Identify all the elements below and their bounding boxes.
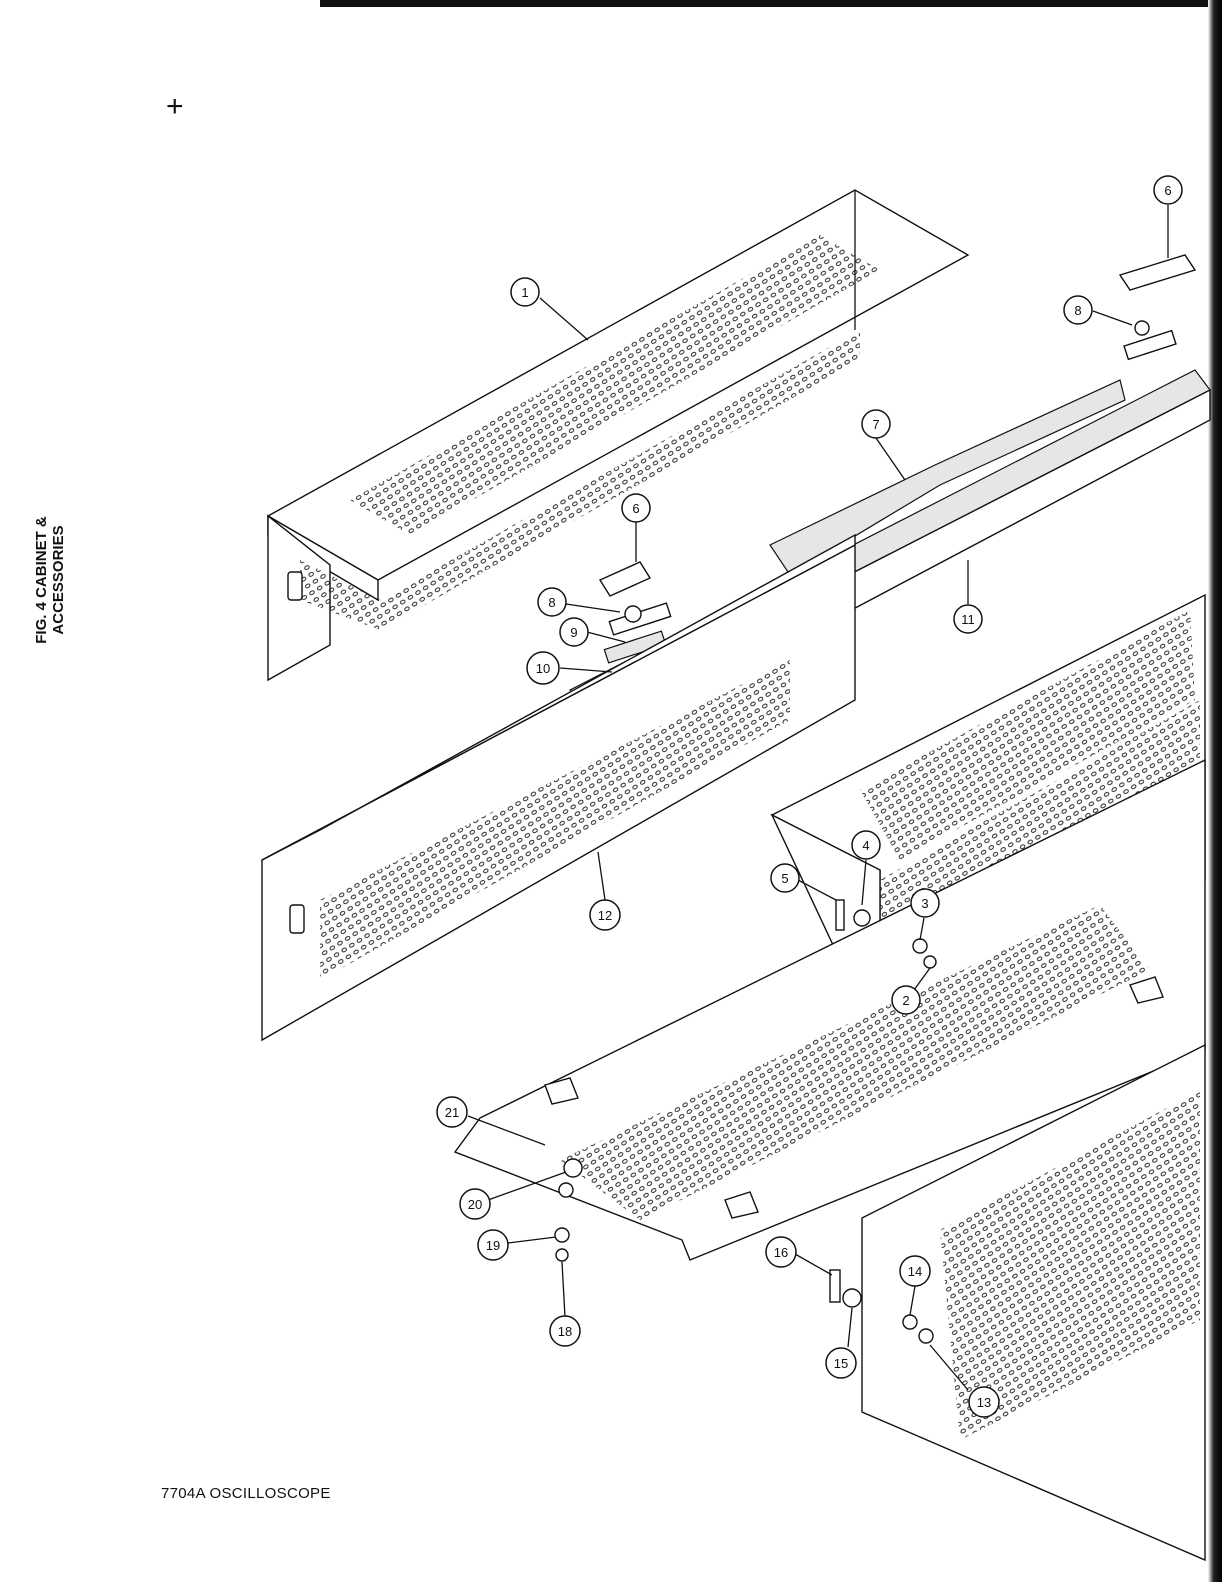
callout-13[interactable]: 13 bbox=[969, 1387, 999, 1417]
callout-8-lower[interactable]: 8 bbox=[538, 588, 566, 616]
callout-11[interactable]: 11 bbox=[954, 605, 982, 633]
callout-21[interactable]: 21 bbox=[437, 1097, 467, 1127]
document-footer: 7704A OSCILLOSCOPE bbox=[161, 1485, 331, 1502]
callout-8-upper-label: 8 bbox=[1074, 303, 1081, 318]
callout-5-label: 5 bbox=[781, 871, 788, 886]
callout-16[interactable]: 16 bbox=[766, 1237, 796, 1267]
callout-4-label: 4 bbox=[862, 838, 869, 853]
callout-20[interactable]: 20 bbox=[460, 1189, 490, 1219]
callout-1[interactable]: 1 bbox=[511, 278, 539, 306]
top-cabinet-panel bbox=[268, 190, 968, 680]
callout-13-label: 13 bbox=[977, 1395, 991, 1410]
callout-8-lower-label: 8 bbox=[548, 595, 555, 610]
callout-16-label: 16 bbox=[774, 1245, 788, 1260]
callout-7[interactable]: 7 bbox=[862, 410, 890, 438]
callout-2-label: 2 bbox=[902, 993, 909, 1008]
callout-2[interactable]: 2 bbox=[892, 986, 920, 1014]
callout-15[interactable]: 15 bbox=[826, 1348, 856, 1378]
callout-4[interactable]: 4 bbox=[852, 831, 880, 859]
callout-14[interactable]: 14 bbox=[900, 1256, 930, 1286]
callout-6-upper[interactable]: 6 bbox=[1154, 176, 1182, 204]
callout-3-label: 3 bbox=[921, 896, 928, 911]
callout-6-lower-label: 6 bbox=[632, 501, 639, 516]
callout-5[interactable]: 5 bbox=[771, 864, 799, 892]
callout-12[interactable]: 12 bbox=[590, 900, 620, 930]
callout-3[interactable]: 3 bbox=[911, 889, 939, 917]
callout-6-upper-label: 6 bbox=[1164, 183, 1171, 198]
callout-7-label: 7 bbox=[872, 417, 879, 432]
callout-10[interactable]: 10 bbox=[527, 652, 559, 684]
callout-19[interactable]: 19 bbox=[478, 1230, 508, 1260]
callout-15-label: 15 bbox=[834, 1356, 848, 1371]
callout-18[interactable]: 18 bbox=[550, 1316, 580, 1346]
callout-6-lower[interactable]: 6 bbox=[622, 494, 650, 522]
callout-12-label: 12 bbox=[598, 908, 612, 923]
callout-1-label: 1 bbox=[521, 285, 528, 300]
callout-8-upper[interactable]: 8 bbox=[1064, 296, 1092, 324]
callout-9-label: 9 bbox=[570, 625, 577, 640]
callout-18-label: 18 bbox=[558, 1324, 572, 1339]
callout-10-label: 10 bbox=[536, 661, 550, 676]
callout-11-label: 11 bbox=[961, 612, 975, 627]
callout-9[interactable]: 9 bbox=[560, 618, 588, 646]
callout-21-label: 21 bbox=[445, 1105, 459, 1120]
callout-20-label: 20 bbox=[468, 1197, 482, 1212]
callout-19-label: 19 bbox=[486, 1238, 500, 1253]
callout-14-label: 14 bbox=[908, 1264, 922, 1279]
